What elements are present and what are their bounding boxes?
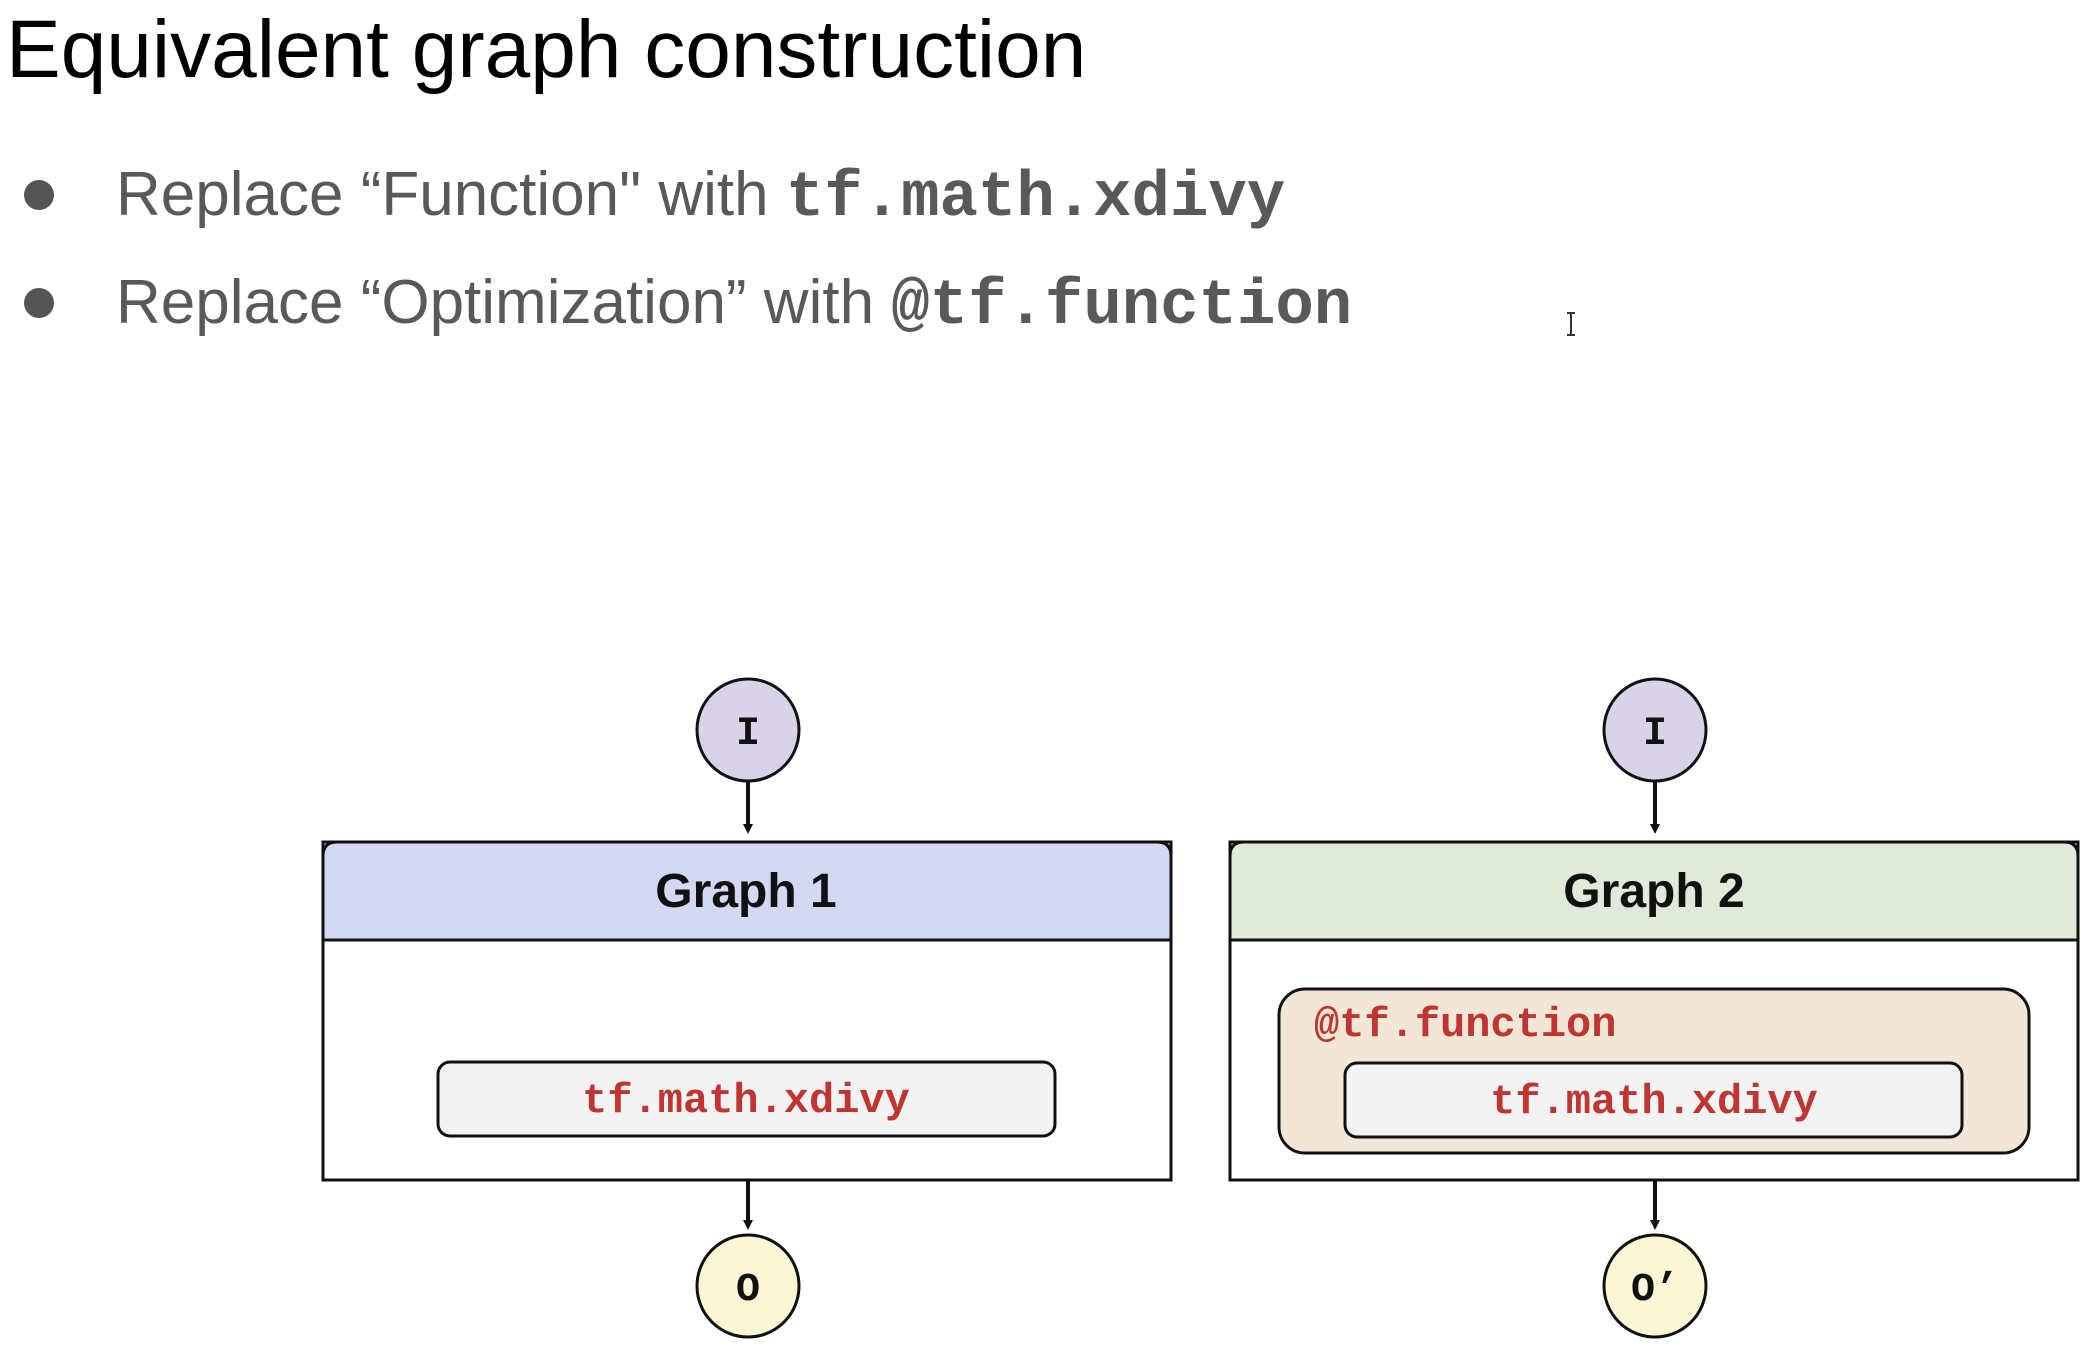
graph1-output-node	[695, 1233, 801, 1339]
graph2-group: I Graph 2 @tf.function tf.math.xdivy O’	[1228, 677, 2080, 1339]
graph2-output-node	[1602, 1233, 1708, 1339]
graph1-input-node	[695, 677, 801, 783]
graph1-op-label: tf.math.xdivy	[582, 1077, 910, 1125]
graph1-input-label: I	[736, 712, 760, 757]
graph1-header	[321, 840, 1173, 942]
graph2-title: Graph 2	[1563, 865, 1744, 918]
bullet-prefix: Replace “Function" with	[116, 160, 786, 229]
slide-title: Equivalent graph construction	[6, 4, 1087, 95]
graph2-input-label: I	[1643, 712, 1667, 757]
graph2-op-box[interactable]	[1343, 1061, 1964, 1139]
graph2-header	[1228, 840, 2080, 942]
bullet-dot	[24, 288, 54, 318]
graph2-input-node	[1602, 677, 1708, 783]
bullet-text: Replace “Optimization” with @tf.function	[116, 258, 1352, 352]
graph2-op-label: tf.math.xdivy	[1490, 1078, 1818, 1126]
graph2-output-label: O’	[1631, 1268, 1679, 1313]
graph1-output-label: O	[736, 1268, 760, 1313]
bullet-code: tf.math.xdivy	[785, 163, 1286, 235]
graph2-decorator-label: @tf.function	[1314, 1001, 1616, 1049]
graph1-group: I Graph 1 tf.math.xdivy O	[321, 677, 1173, 1339]
text-cursor-icon	[1567, 312, 1575, 336]
bullet-prefix: Replace “Optimization” with	[116, 268, 892, 337]
bullet-dot	[24, 180, 54, 210]
bullet-text: Replace “Function" with tf.math.xdivy	[116, 150, 1285, 244]
graph1-title: Graph 1	[655, 865, 836, 918]
graph1-op-box[interactable]	[436, 1060, 1057, 1138]
bullet-code: @tf.function	[891, 271, 1353, 343]
